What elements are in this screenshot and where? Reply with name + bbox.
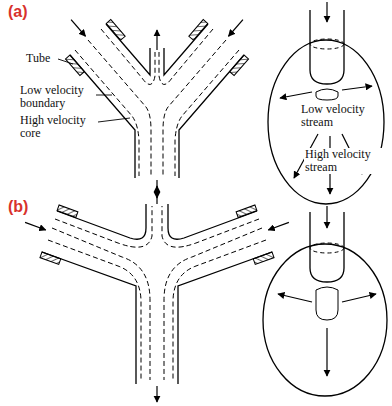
part-label: Tube bbox=[26, 52, 50, 65]
panel-letter: (b) bbox=[8, 198, 28, 216]
junction-right-branch bbox=[159, 0, 266, 178]
junction-left-branch bbox=[16, 196, 152, 384]
flow-arrow bbox=[156, 30, 157, 50]
flow-label: Low velocity boundary bbox=[20, 84, 98, 110]
flow-label: High velocity stream bbox=[304, 148, 382, 174]
junction-right-branch bbox=[162, 196, 298, 384]
flow-arrow bbox=[156, 386, 157, 402]
panel-letter: (a) bbox=[8, 3, 28, 21]
jet-oval-view bbox=[263, 212, 387, 396]
flow-label: Low velocity stream bbox=[300, 103, 376, 129]
flow-label: High velocity core bbox=[20, 114, 98, 140]
flow-arrows bbox=[278, 206, 376, 376]
jet-oval-view bbox=[268, 10, 384, 204]
flow-arrow bbox=[156, 186, 157, 204]
